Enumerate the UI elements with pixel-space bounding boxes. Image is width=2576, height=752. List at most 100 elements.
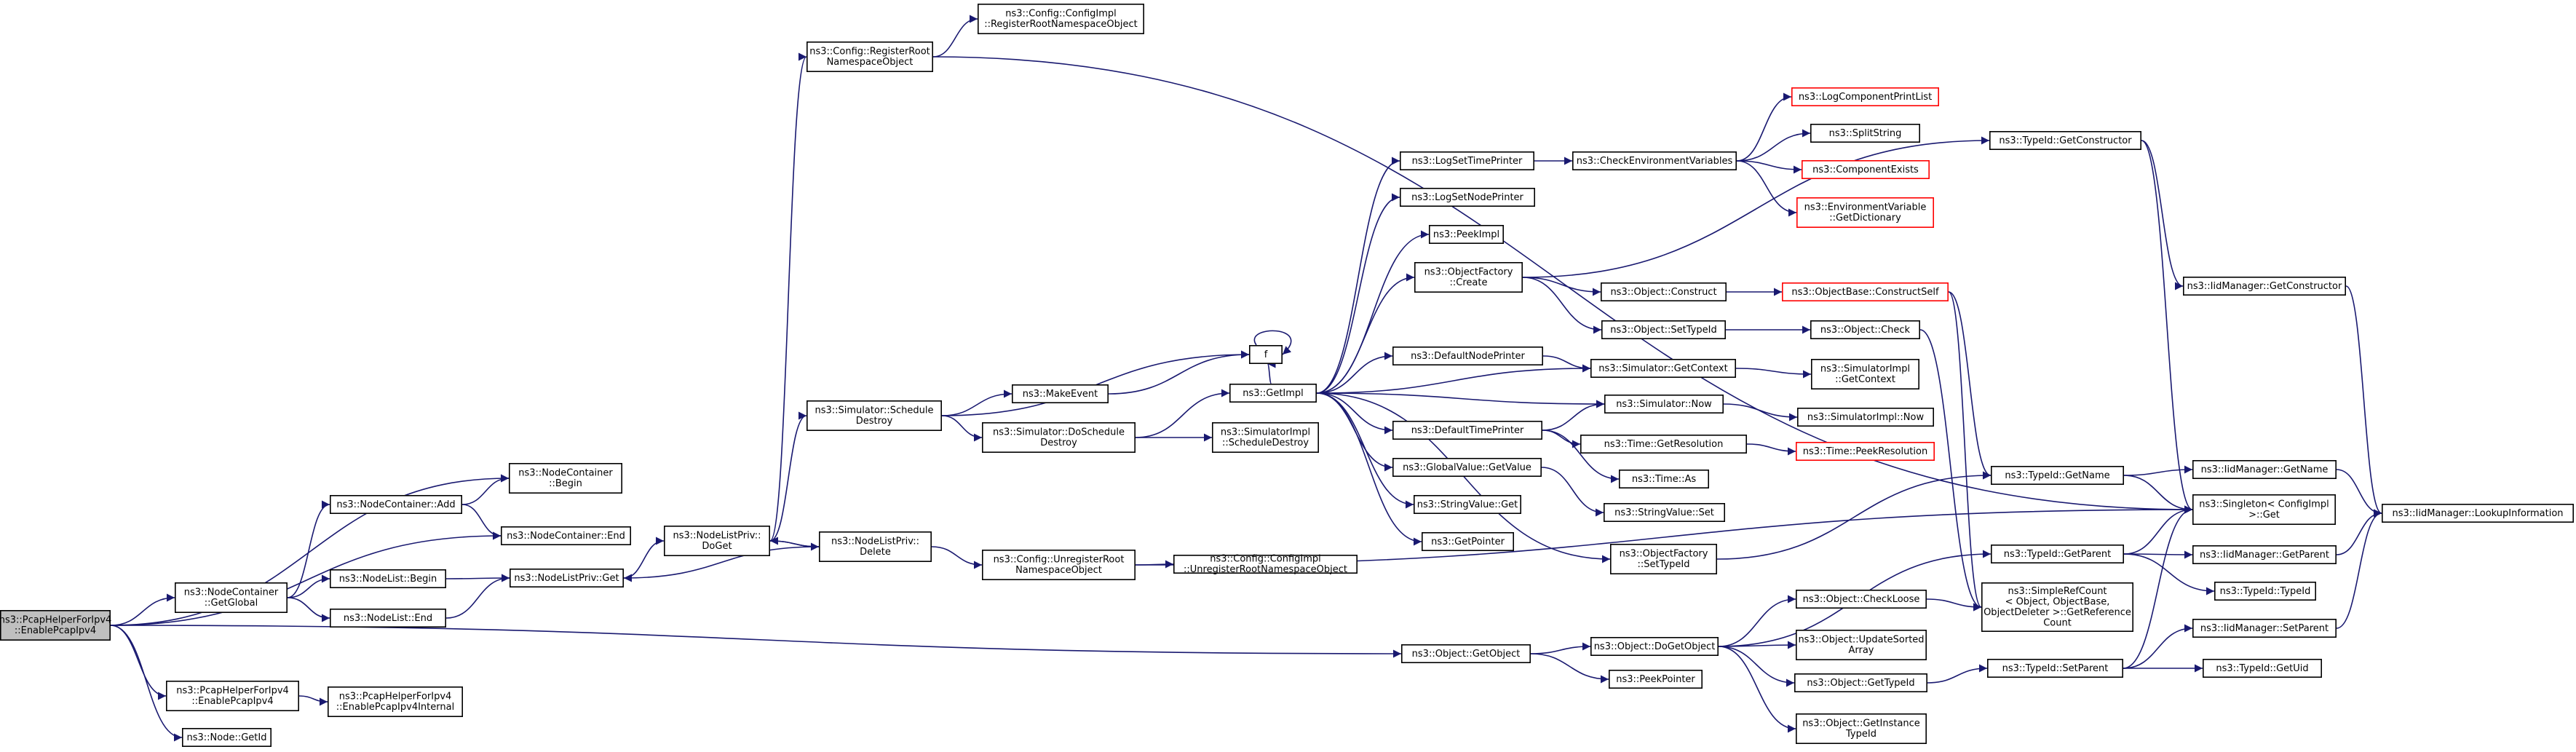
node-box (1414, 261, 1523, 293)
function-node[interactable]: ns3::ObjectFactory::Create (1414, 261, 1523, 293)
function-node[interactable]: ns3::LogSetTimePrinter (1400, 151, 1535, 171)
function-node[interactable]: ns3::Object::Check (1810, 320, 1921, 339)
function-node[interactable]: ns3::TypeId::TypeId (2214, 581, 2317, 601)
node-box (1796, 197, 1935, 228)
function-node[interactable]: ns3::LogComponentPrintList (1791, 87, 1940, 107)
function-node[interactable]: ns3::NodeListPriv::Get (509, 568, 624, 587)
node-box (1810, 320, 1921, 339)
function-node[interactable]: ns3::DefaultTimePrinter (1392, 420, 1543, 440)
call-edge-n48-n52 (2141, 140, 2193, 514)
function-node[interactable]: ns3::Config::UnregisterRootNamespaceObje… (982, 549, 1136, 580)
function-node[interactable]: ns3::GetImpl (1229, 383, 1317, 403)
function-node[interactable]: ns3::Object::Construct (1601, 282, 1727, 301)
function-node[interactable]: ns3::SimulatorImpl::Now (1797, 407, 1935, 427)
function-node[interactable]: ns3::NodeContainer::Begin (508, 462, 622, 494)
function-node[interactable]: ns3::MakeEvent (1012, 384, 1109, 403)
function-node[interactable]: ns3::PeekImpl (1429, 224, 1505, 244)
function-node[interactable]: ns3::CheckEnvironmentVariables (1572, 151, 1737, 171)
function-node[interactable]: ns3::SimulatorImpl::GetContext (1811, 358, 1920, 389)
function-node[interactable]: ns3::IidManager::LookupInformation (2382, 503, 2575, 523)
node-box (1392, 420, 1543, 440)
function-node[interactable]: ns3::Object::SetTypeId (1601, 320, 1727, 339)
function-node[interactable]: ns3::NodeList::End (329, 608, 446, 628)
node-box (1173, 554, 1358, 574)
node-label: ns3::Object::DoGetObject (1594, 641, 1716, 652)
function-node[interactable]: ns3::NodeListPriv::DoGet (663, 525, 770, 556)
function-node[interactable]: ns3::Node::GetId (182, 727, 272, 747)
function-node[interactable]: ns3::Object::GetObject (1401, 644, 1531, 663)
node-label: ns3::NodeContainer (518, 468, 613, 479)
function-node[interactable]: ns3::ObjectBase::ConstructSelf (1782, 282, 1949, 301)
node-label: ns3::IidManager::GetName (2201, 464, 2329, 475)
node-box (1590, 636, 1719, 656)
call-edge-n68-n69 (298, 695, 328, 706)
function-node[interactable]: ns3::PcapHelperForIpv4::EnablePcapIpv4In… (327, 686, 463, 717)
function-node[interactable]: ns3::IidManager::GetName (2192, 459, 2337, 479)
function-node[interactable]: ns3::DefaultNodePrinter (1392, 346, 1544, 365)
node-box (1802, 160, 1930, 180)
call-edge-n24-n35 (1522, 277, 1601, 296)
call-edge-n17-n29 (1316, 392, 1422, 546)
node-box (1796, 629, 1927, 660)
function-node[interactable]: ns3::Config::ConfigImpl::RegisterRootNam… (978, 4, 1145, 35)
function-node[interactable]: ns3::Object::CheckLoose (1796, 589, 1927, 609)
function-node[interactable]: ns3::NodeContainer::Add (329, 494, 462, 514)
function-node[interactable]: ns3::ComponentExists (1802, 160, 1930, 180)
call-edge-n48-n49 (2141, 140, 2184, 290)
call-edge-n58-n59 (1530, 642, 1591, 654)
function-node[interactable]: ns3::PcapHelperForIpv4::EnablePcapIpv4 (166, 680, 299, 711)
function-node[interactable]: ns3::NodeContainer::GetGlobal (175, 582, 288, 613)
function-node[interactable]: ns3::Time::As (1619, 469, 1710, 488)
function-node[interactable]: ns3::IidManager::GetConstructor (2183, 276, 2347, 296)
function-node[interactable]: ns3::TypeId::GetUid (2203, 658, 2323, 678)
function-node[interactable]: ns3::StringValue::Get (1414, 494, 1522, 514)
function-node[interactable]: ns3::TypeId::GetName (1991, 465, 2125, 485)
function-node[interactable]: ns3::SimulatorImpl::ScheduleDestroy (1212, 421, 1320, 453)
node-box (1609, 669, 1703, 689)
function-node[interactable]: ns3::IidManager::SetParent (2192, 618, 2337, 638)
function-node[interactable]: ns3::Object::GetTypeId (1794, 673, 1928, 692)
function-node[interactable]: ns3::Object::DoGetObject (1590, 636, 1719, 656)
function-node[interactable]: ns3::GlobalValue::GetValue (1392, 457, 1542, 477)
call-edge-n13-n14 (941, 389, 1012, 416)
function-node[interactable]: ns3::NodeList::Begin (329, 569, 446, 588)
function-node[interactable]: ns3::Time::GetResolution (1580, 434, 1748, 454)
function-node[interactable]: ns3::GetPointer (1422, 531, 1515, 551)
call-edge-n17-n24 (1316, 273, 1415, 394)
function-node[interactable]: ns3::NodeContainer::End (500, 526, 631, 545)
call-edge-n50-n52 (2123, 475, 2193, 514)
function-node[interactable]: ns3::Simulator::GetContext (1590, 358, 1737, 378)
function-node[interactable]: ns3::Time::PeekResolution (1796, 441, 1935, 461)
node-label: ns3::Singleton< ConfigImpl (2199, 499, 2329, 510)
function-node[interactable]: ns3::TypeId::SetParent (1987, 658, 2124, 678)
function-node[interactable]: ns3::TypeId::GetParent (1991, 544, 2125, 563)
function-node[interactable]: ns3::ObjectFactory::SetTypeId (1610, 543, 1718, 574)
function-node[interactable]: ns3::NodeListPriv::Delete (819, 531, 932, 562)
function-node[interactable]: ns3::Simulator::ScheduleDestroy (807, 400, 943, 431)
function-node[interactable]: ns3::SplitString (1810, 124, 1921, 143)
function-node[interactable]: ns3::Config::RegisterRootNamespaceObject (807, 41, 934, 73)
function-node[interactable]: ns3::Simulator::Now (1604, 394, 1724, 413)
node-label: ns3::Config::RegisterRoot (809, 47, 930, 58)
node-label: ns3::NodeListPriv:: (673, 531, 761, 542)
function-node[interactable]: ns3::SimpleRefCount< Object, ObjectBase,… (1981, 582, 2134, 632)
node-label: ns3::IidManager::LookupInformation (2392, 508, 2563, 519)
call-edge-n3-n4 (461, 474, 510, 505)
function-node[interactable]: ns3::LogSetNodePrinter (1400, 187, 1536, 207)
function-node[interactable]: ns3::PeekPointer (1609, 669, 1703, 689)
node-label: ns3::PeekImpl (1433, 229, 1499, 240)
call-edge-n41-n42 (1723, 403, 1798, 421)
node-box (1422, 531, 1515, 551)
function-node[interactable]: ns3::IidManager::GetParent (2192, 545, 2337, 564)
function-node[interactable]: ns3::TypeId::GetConstructor (1989, 131, 2142, 151)
function-node[interactable]: ns3::StringValue::Set (1604, 502, 1726, 522)
function-node[interactable]: ns3::EnvironmentVariable::GetDictionary (1796, 197, 1935, 228)
function-node[interactable]: f (1249, 344, 1283, 364)
function-node[interactable]: ns3::Config::ConfigImpl::UnregisterRootN… (1173, 554, 1358, 576)
node-label: ns3::TypeId::SetParent (2002, 663, 2109, 674)
node-label: ns3::PcapHelperForIpv4 (339, 692, 452, 702)
function-node[interactable]: ns3::Singleton< ConfigImpl>::Get (2192, 494, 2337, 525)
